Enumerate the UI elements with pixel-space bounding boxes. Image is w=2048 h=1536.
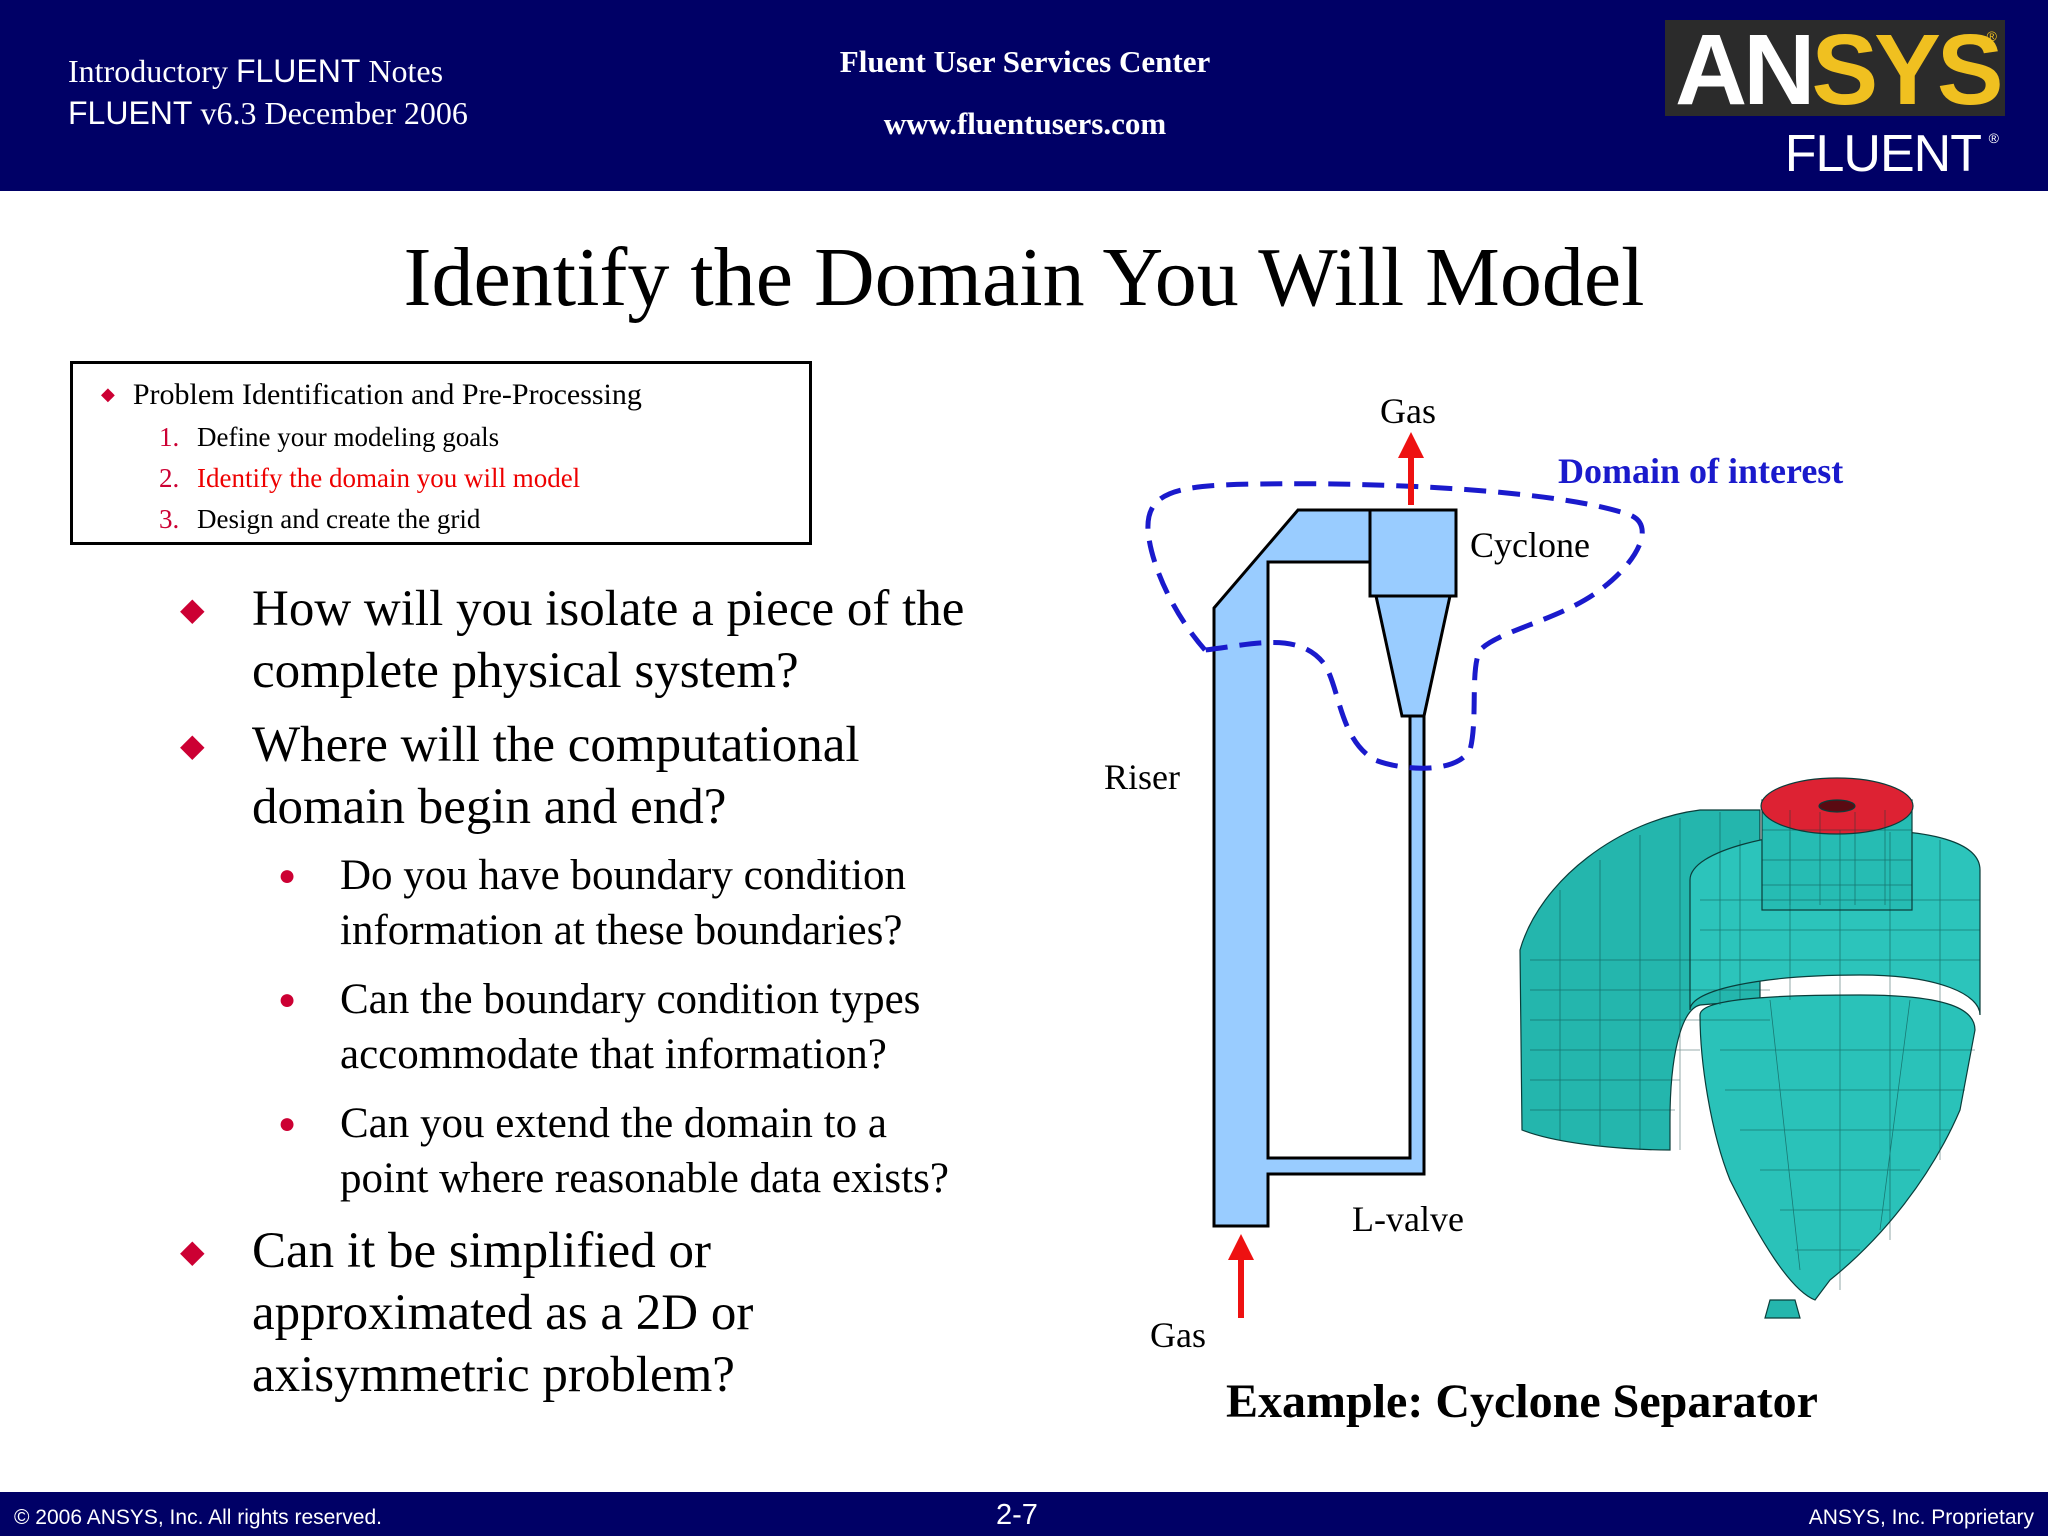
footer-bar: © 2006 ANSYS, Inc. All rights reserved. … [0,1492,2048,1536]
step-item-current: 2.Identify the domain you will model [159,463,581,493]
notes-line1-a: Introductory [68,53,228,89]
notes-line1-b: FLUENT [235,53,361,89]
label-domain-of-interest: Domain of interest [1558,451,1844,491]
page-number: 2-7 [996,1499,1038,1531]
copyright-text: © 2006 ANSYS, Inc. All rights reserved. [14,1506,382,1529]
example-caption: Example: Cyclone Separator [1226,1375,1818,1428]
cyclone-cone [1374,594,1452,718]
label-riser: Riser [1104,757,1180,797]
step-item: 3.Design and create the grid [159,504,481,534]
website-link[interactable]: www.fluentusers.com [883,106,1167,141]
header-center: Fluent User Services Center www.fluentus… [720,44,1330,142]
diamond-bullet-icon: ◆ [180,591,205,627]
cyclone-body [1368,508,1458,598]
cyclone-3d-mesh [1519,777,1981,1319]
registered-mark: ® [1986,28,1997,44]
step-item: 1.Define your modeling goals [159,422,500,452]
mesh-grid-lines [1530,810,1980,1290]
header-notes: Introductory FLUENT Notes FLUENT v6.3 De… [68,50,468,134]
dot-bullet-icon: ● [278,983,297,1016]
slide-title: Identify the Domain You Will Model [403,231,1645,324]
ansys-logo-box: ANSYS ® [1665,20,2005,120]
notes-line2-b: v6.3 December 2006 [200,95,468,131]
gas-in-arrowhead [1228,1234,1254,1260]
diamond-bullet-icon: ◆ [180,1233,205,1269]
label-gas-bottom: Gas [1150,1315,1206,1355]
services-center-label: Fluent User Services Center [839,44,1211,79]
domain-of-interest-outline [1145,481,1645,771]
proprietary-notice: ANSYS, Inc. Proprietary [1808,1506,2034,1529]
notes-line2-a: FLUENT [68,95,193,131]
label-cyclone: Cyclone [1470,525,1590,565]
steps-heading: ◆Problem Identification and Pre-Processi… [101,378,642,411]
header-bar: Introductory FLUENT Notes FLUENT v6.3 De… [0,0,2048,191]
process-steps-box: ◆Problem Identification and Pre-Processi… [70,361,812,545]
ansys-fluent-logo: ANSYS ® FLUENT ® [1665,20,2005,183]
diamond-bullet-icon: ◆ [180,727,205,763]
notes-line1-c: Notes [368,53,444,89]
dot-bullet-icon: ● [278,859,297,892]
fluent-registered-mark: ® [1988,130,1999,146]
fluent-wordmark: FLUENT [1784,125,1982,183]
label-gas-top: Gas [1380,391,1436,431]
gas-out-arrowhead [1398,432,1424,458]
diamond-bullet-icon: ◆ [101,384,115,404]
dot-bullet-icon: ● [278,1107,297,1140]
ansys-wordmark: ANSYS [1675,14,2004,126]
label-l-valve: L-valve [1352,1199,1464,1239]
